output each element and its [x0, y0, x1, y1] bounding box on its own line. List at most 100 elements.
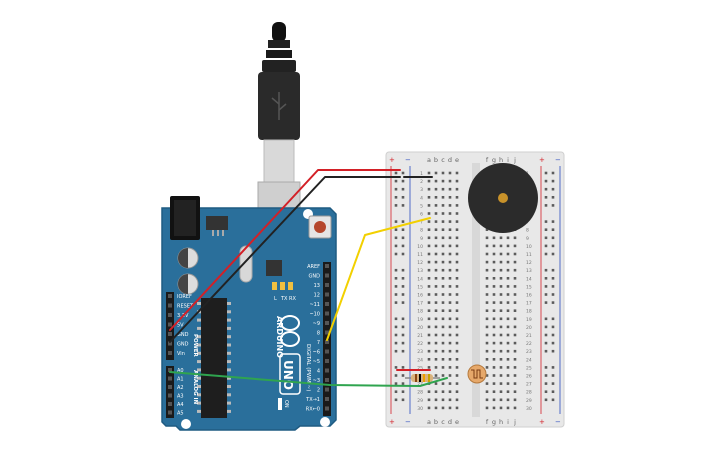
rail-hole[interactable]: [401, 325, 405, 329]
breadboard-hole[interactable]: [448, 366, 452, 369]
breadboard-hole[interactable]: [492, 349, 496, 353]
breadboard-hole[interactable]: [434, 366, 438, 369]
rail-hole[interactable]: [394, 366, 398, 369]
breadboard-hole[interactable]: [441, 228, 445, 231]
breadboard-hole[interactable]: [492, 268, 496, 272]
rail-hole[interactable]: [551, 301, 555, 304]
rail-hole[interactable]: [401, 333, 405, 337]
breadboard-hole[interactable]: [499, 244, 503, 248]
rail-hole[interactable]: [401, 366, 405, 369]
rail-hole[interactable]: [394, 285, 398, 288]
breadboard-hole[interactable]: [448, 358, 452, 361]
breadboard-hole[interactable]: [427, 406, 431, 410]
rail-hole[interactable]: [394, 374, 398, 377]
breadboard-hole[interactable]: [427, 309, 431, 312]
rail-hole[interactable]: [401, 349, 405, 353]
breadboard-hole[interactable]: [434, 228, 438, 231]
breadboard-hole[interactable]: [485, 333, 489, 337]
breadboard-hole[interactable]: [448, 325, 452, 329]
breadboard-hole[interactable]: [492, 244, 496, 248]
rail-hole[interactable]: [401, 252, 405, 256]
breadboard-hole[interactable]: [434, 260, 438, 264]
breadboard-hole[interactable]: [448, 220, 452, 223]
breadboard-hole[interactable]: [506, 301, 510, 304]
breadboard-hole[interactable]: [513, 244, 517, 248]
breadboard-hole[interactable]: [434, 171, 438, 175]
breadboard-hole[interactable]: [455, 301, 459, 304]
breadboard-hole[interactable]: [427, 317, 431, 321]
rail-hole[interactable]: [394, 325, 398, 329]
breadboard-hole[interactable]: [441, 349, 445, 353]
breadboard-hole[interactable]: [492, 309, 496, 312]
rail-hole[interactable]: [551, 366, 555, 369]
breadboard-hole[interactable]: [455, 341, 459, 345]
breadboard-hole[interactable]: [506, 358, 510, 361]
rail-hole[interactable]: [394, 293, 398, 296]
digital-pin-hole[interactable]: [325, 273, 329, 278]
rail-hole[interactable]: [551, 382, 555, 385]
breadboard-hole[interactable]: [448, 187, 452, 191]
breadboard-hole[interactable]: [441, 374, 445, 377]
breadboard-hole[interactable]: [499, 406, 503, 410]
breadboard-hole[interactable]: [441, 260, 445, 264]
rail-hole[interactable]: [394, 236, 398, 240]
breadboard-hole[interactable]: [506, 366, 510, 369]
breadboard-hole[interactable]: [448, 204, 452, 207]
breadboard-hole[interactable]: [434, 212, 438, 215]
breadboard-hole[interactable]: [448, 301, 452, 304]
rail-hole[interactable]: [401, 285, 405, 288]
rail-hole[interactable]: [544, 228, 548, 231]
breadboard-hole[interactable]: [455, 374, 459, 377]
analog-pin-hole[interactable]: [168, 393, 172, 398]
breadboard-hole[interactable]: [506, 382, 510, 385]
breadboard-hole[interactable]: [441, 244, 445, 248]
breadboard-hole[interactable]: [434, 325, 438, 329]
rail-hole[interactable]: [401, 244, 405, 248]
power-pin-hole[interactable]: [168, 313, 172, 317]
breadboard-hole[interactable]: [485, 285, 489, 288]
breadboard-hole[interactable]: [485, 349, 489, 353]
breadboard-hole[interactable]: [513, 390, 517, 393]
breadboard-hole[interactable]: [506, 317, 510, 321]
breadboard-hole[interactable]: [434, 277, 438, 280]
breadboard-hole[interactable]: [455, 293, 459, 296]
digital-pin-hole[interactable]: [325, 368, 329, 373]
breadboard-hole[interactable]: [513, 398, 517, 402]
breadboard-hole[interactable]: [441, 277, 445, 280]
breadboard-hole[interactable]: [455, 325, 459, 329]
rail-hole[interactable]: [551, 268, 555, 272]
rail-hole[interactable]: [544, 236, 548, 240]
breadboard-hole[interactable]: [448, 341, 452, 345]
breadboard-hole[interactable]: [492, 406, 496, 410]
breadboard-hole[interactable]: [485, 317, 489, 321]
breadboard-hole[interactable]: [506, 268, 510, 272]
breadboard-hole[interactable]: [434, 398, 438, 402]
breadboard-hole[interactable]: [441, 285, 445, 288]
breadboard-hole[interactable]: [506, 252, 510, 256]
rail-hole[interactable]: [401, 204, 405, 207]
breadboard-hole[interactable]: [448, 333, 452, 337]
breadboard-hole[interactable]: [506, 333, 510, 337]
digital-pin-hole[interactable]: [325, 340, 329, 344]
breadboard-hole[interactable]: [427, 187, 431, 191]
breadboard-hole[interactable]: [448, 171, 452, 175]
rail-hole[interactable]: [544, 390, 548, 393]
breadboard-hole[interactable]: [499, 358, 503, 361]
breadboard-hole[interactable]: [513, 325, 517, 329]
breadboard-hole[interactable]: [492, 293, 496, 296]
rail-hole[interactable]: [551, 179, 555, 183]
breadboard-hole[interactable]: [506, 325, 510, 329]
rail-hole[interactable]: [401, 277, 405, 280]
breadboard-hole[interactable]: [448, 277, 452, 280]
breadboard-hole[interactable]: [485, 341, 489, 345]
breadboard-hole[interactable]: [499, 333, 503, 337]
breadboard-hole[interactable]: [492, 390, 496, 393]
rail-hole[interactable]: [551, 341, 555, 345]
breadboard-hole[interactable]: [441, 252, 445, 256]
breadboard-hole[interactable]: [441, 220, 445, 223]
breadboard-hole[interactable]: [427, 204, 431, 207]
digital-pin-hole[interactable]: [325, 321, 329, 325]
breadboard-hole[interactable]: [455, 196, 459, 199]
power-pin-hole[interactable]: [168, 303, 172, 308]
rail-hole[interactable]: [394, 341, 398, 345]
